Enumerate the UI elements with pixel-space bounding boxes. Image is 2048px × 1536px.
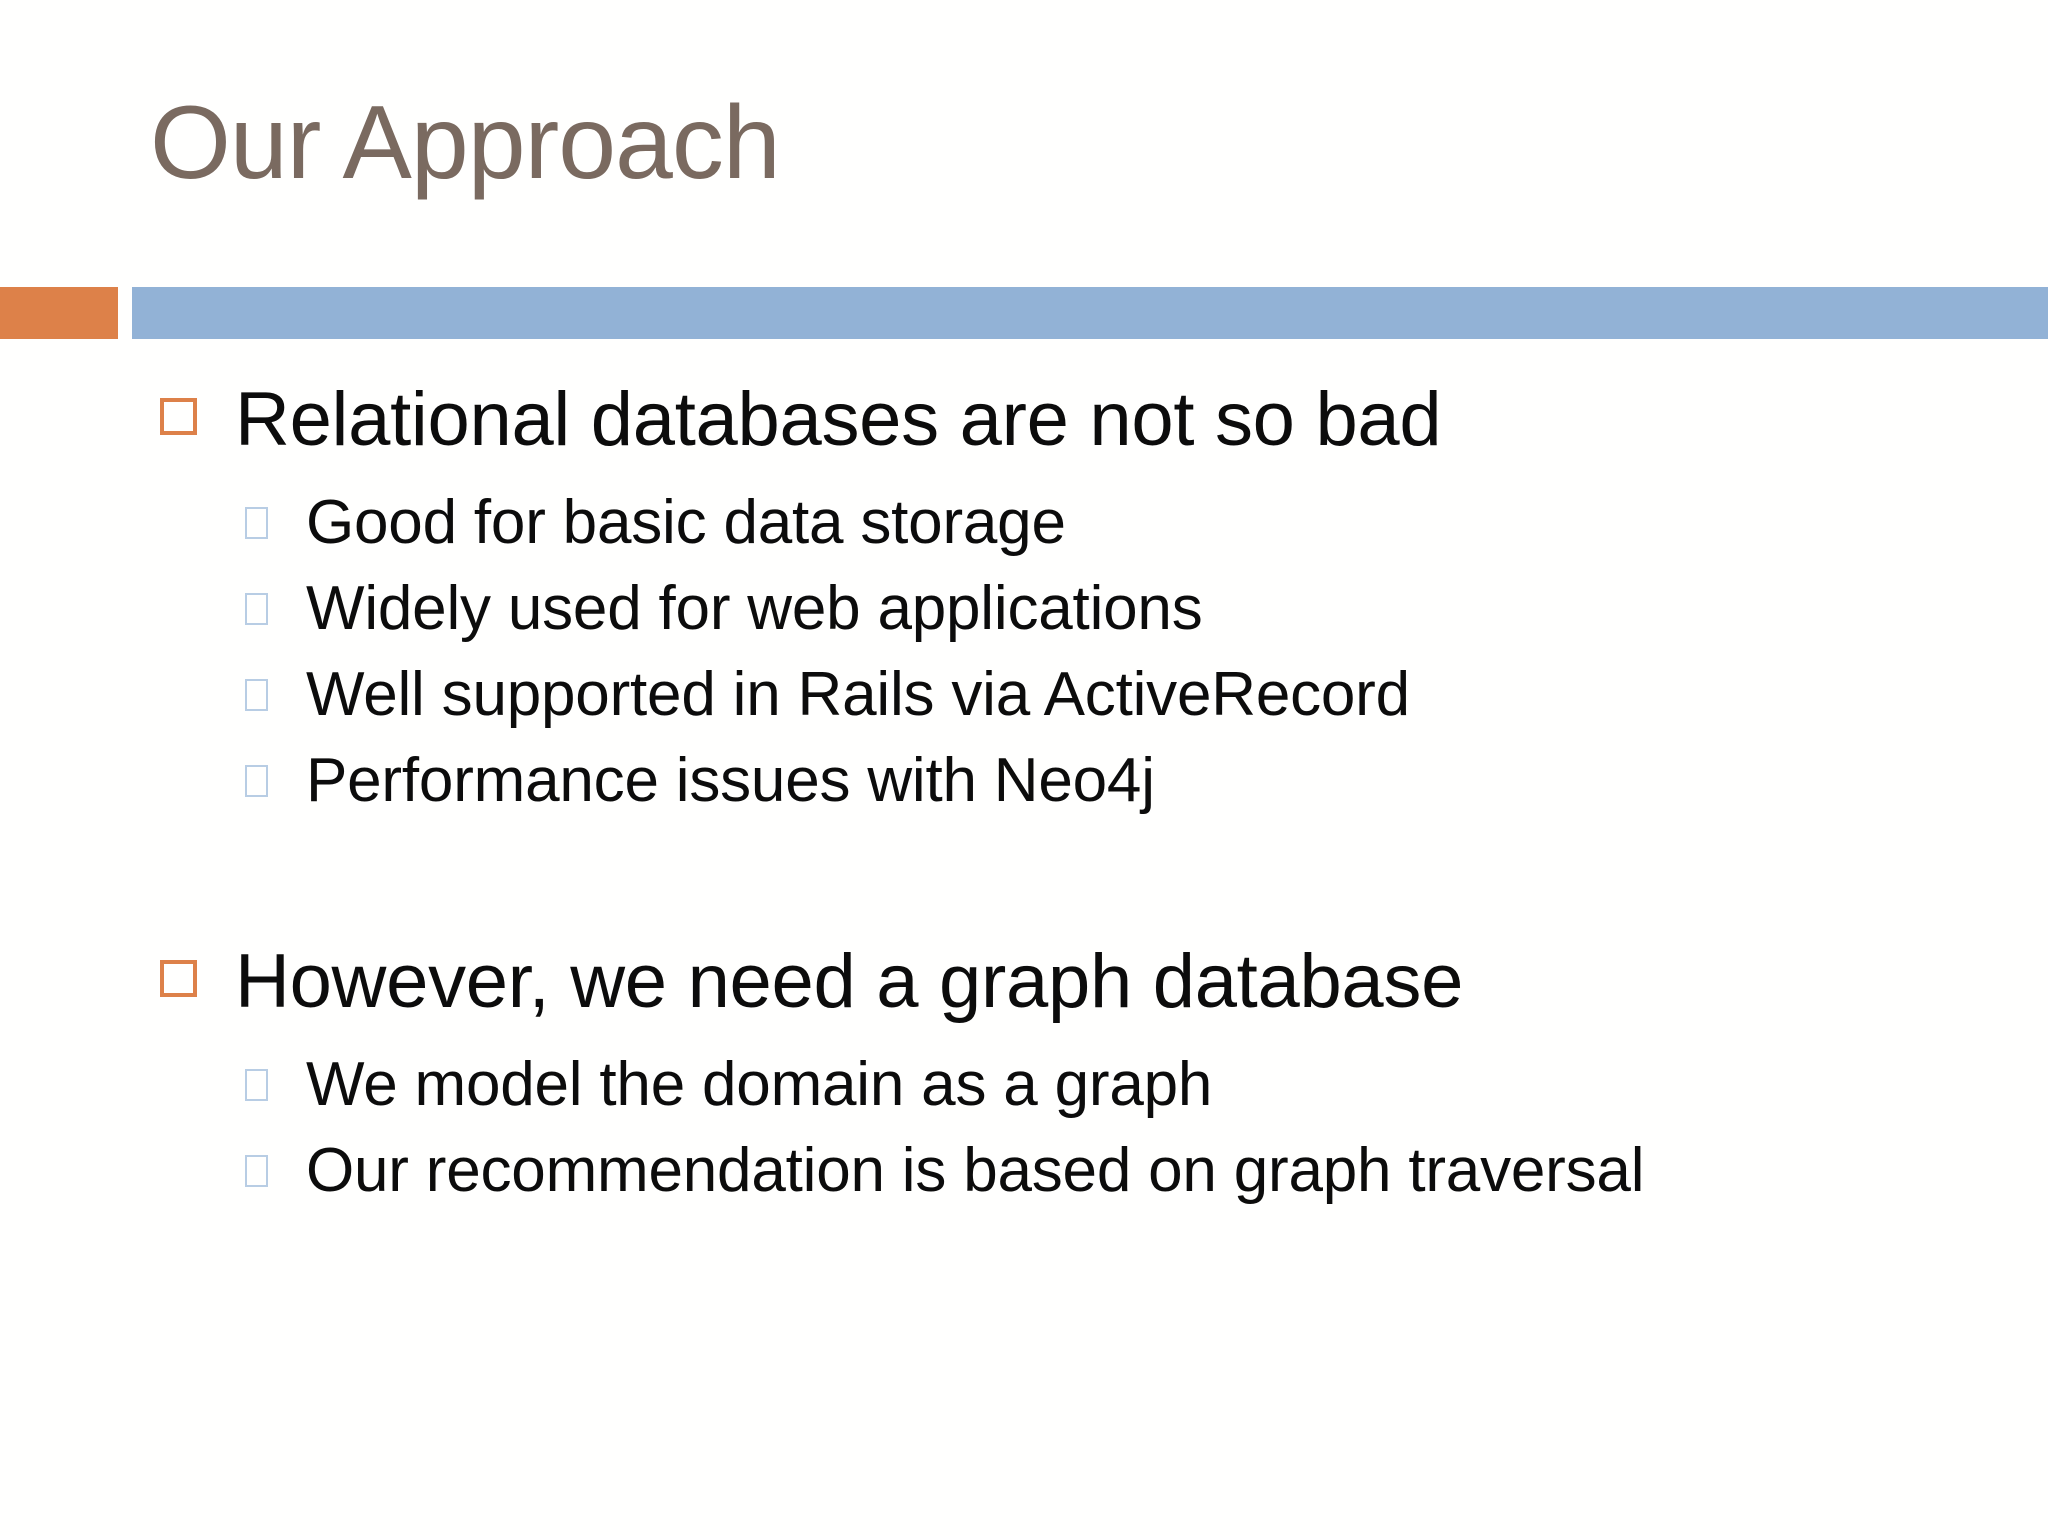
bullet-level2-label: Performance issues with Neo4j	[306, 746, 1155, 815]
bullet-level2-label: Widely used for web applications	[306, 574, 1203, 643]
slide-body: Relational databases are not so bad Good…	[0, 372, 2048, 1472]
bullet-level1: Relational databases are not so bad	[0, 372, 2048, 476]
bullet-level1: However, we need a graph database	[0, 934, 2048, 1038]
square-bullet-icon	[245, 765, 268, 797]
group-spacer	[0, 826, 2048, 934]
bullet-level2: We model the domain as a graph	[0, 1044, 2048, 1128]
square-bullet-icon	[160, 960, 197, 997]
bullet-level2: Widely used for web applications	[0, 568, 2048, 652]
bullet-level2: Good for basic data storage	[0, 482, 2048, 566]
title-divider-bar	[0, 287, 2048, 339]
square-bullet-icon	[245, 1069, 268, 1101]
bullet-level2-label: Well supported in Rails via ActiveRecord	[306, 660, 1410, 729]
square-bullet-icon	[245, 679, 268, 711]
page-title: Our Approach	[150, 85, 781, 201]
bullet-level2: Our recommendation is based on graph tra…	[0, 1130, 2048, 1214]
square-bullet-icon	[160, 398, 197, 435]
bullet-level1-label: However, we need a graph database	[235, 939, 1464, 1024]
bullet-level1-label: Relational databases are not so bad	[235, 377, 1442, 462]
bullet-level2-label: Our recommendation is based on graph tra…	[306, 1136, 1645, 1205]
square-bullet-icon	[245, 1155, 268, 1187]
square-bullet-icon	[245, 593, 268, 625]
bullet-level2: Well supported in Rails via ActiveRecord	[0, 654, 2048, 738]
square-bullet-icon	[245, 507, 268, 539]
bullet-level2-label: Good for basic data storage	[306, 488, 1066, 557]
divider-accent-block	[0, 287, 118, 339]
bullet-level2-label: We model the domain as a graph	[306, 1050, 1213, 1119]
divider-main-block	[132, 287, 2048, 339]
bullet-level2: Performance issues with Neo4j	[0, 740, 2048, 824]
